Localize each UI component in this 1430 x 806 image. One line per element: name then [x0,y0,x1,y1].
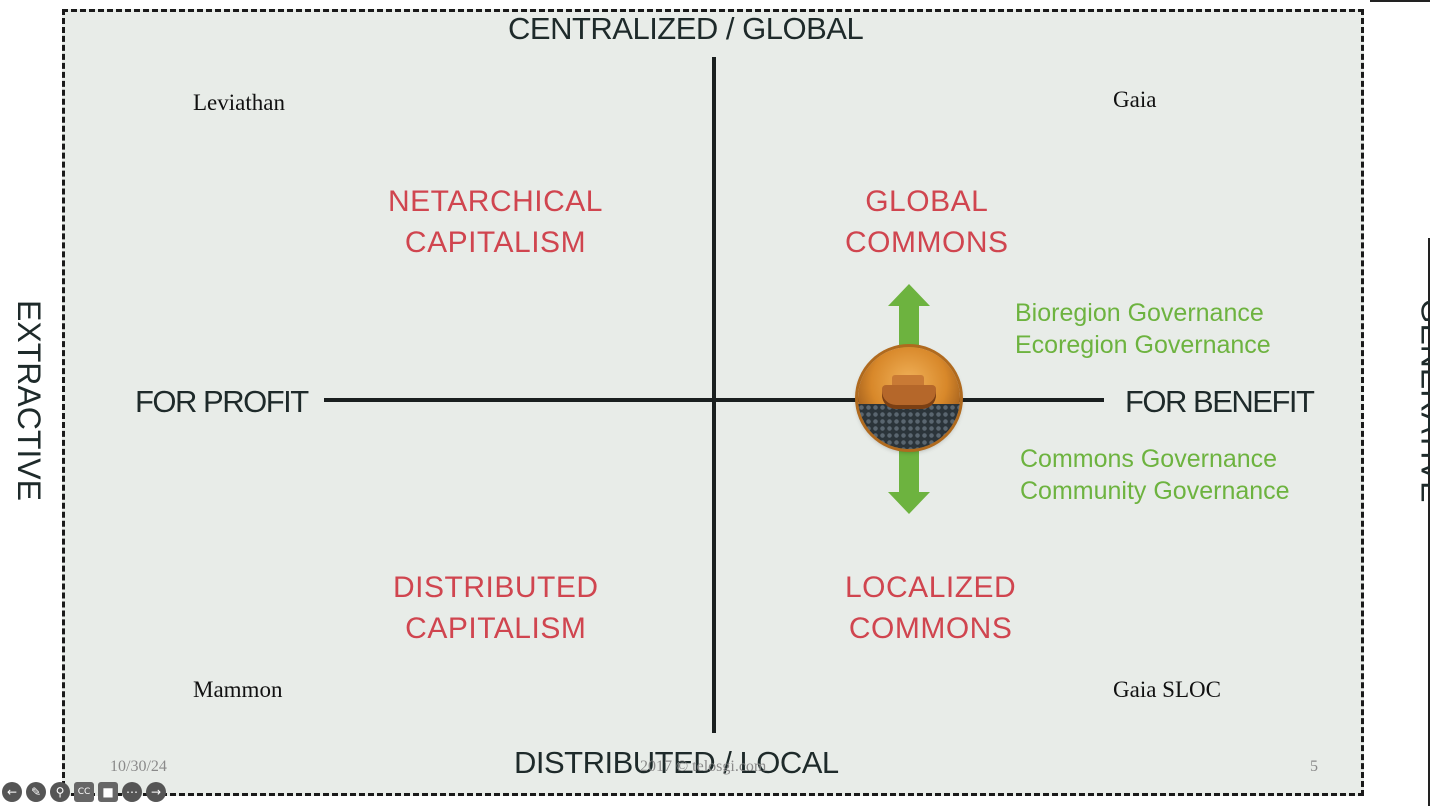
side-label-generative: GENERATIVE [1414,298,1430,503]
quadrant-line: NETARCHICAL [388,185,603,218]
governance-lower: Commons Governance Community Governance [1020,443,1290,507]
governance-line: Commons Governance [1020,445,1278,473]
quadrant-bottom-left: DISTRIBUTED CAPITALISM [393,567,599,649]
back-arrow-icon[interactable]: ← [2,782,22,802]
governance-line: Bioregion Governance [1015,299,1264,327]
quadrant-top-right: GLOBAL COMMONS [845,181,1009,263]
vertical-axis [712,57,716,733]
governance-upper: Bioregion Governance Ecoregion Governanc… [1015,297,1271,361]
governance-line: Community Governance [1020,477,1290,505]
arrow-down-icon [888,446,930,514]
quadrant-line: CAPITALISM [404,226,587,259]
axis-top-label: CENTRALIZED / GLOBAL [508,11,864,46]
magnifier-icon[interactable]: ⚲ [50,782,70,802]
window-edge [1370,0,1430,2]
captions-icon[interactable]: CC [74,782,94,802]
footer-copyright: 2017 © telosgi.com [640,758,767,775]
corner-leviathan: Leviathan [193,90,285,115]
quadrant-line: CAPITALISM [405,612,587,645]
slideshow-controls: ← ✎ ⚲ CC ■ ⋯ → [2,781,166,803]
corner-gaia-sloc: Gaia SLOC [1113,677,1221,702]
forward-arrow-icon[interactable]: → [146,782,166,802]
axis-bottom-label: DISTRIBUTED / LOCAL [514,745,839,780]
ark-emblem-icon [858,347,960,449]
quadrant-line: COMMONS [845,226,1009,259]
emblem-sea [858,404,960,449]
governance-line: Ecoregion Governance [1015,331,1271,359]
side-label-extractive: EXTRACTIVE [10,300,47,501]
pen-icon[interactable]: ✎ [26,782,46,802]
more-icon[interactable]: ⋯ [122,782,142,802]
horizontal-axis [324,398,1104,402]
quadrant-line: GLOBAL [865,185,989,218]
footer-page-number: 5 [1310,758,1318,775]
quadrant-line: COMMONS [848,612,1013,645]
quadrant-line: LOCALIZED [845,571,1017,604]
quadrant-bottom-right: LOCALIZED COMMONS [845,567,1016,649]
footer-date: 10/30/24 [110,758,167,775]
corner-mammon: Mammon [193,677,283,702]
quadrant-line: DISTRIBUTED [393,571,599,604]
screen-icon[interactable]: ■ [98,782,118,802]
corner-gaia: Gaia [1113,87,1157,112]
quadrant-top-left: NETARCHICAL CAPITALISM [388,181,603,263]
emblem-ark-roof [892,375,924,387]
axis-right-label: FOR BENEFIT [1125,384,1315,419]
axis-left-label: FOR PROFIT [135,384,309,419]
arrow-up-icon [888,284,930,352]
emblem-ark-hull [882,385,936,409]
window-edge-right [1428,238,1430,806]
